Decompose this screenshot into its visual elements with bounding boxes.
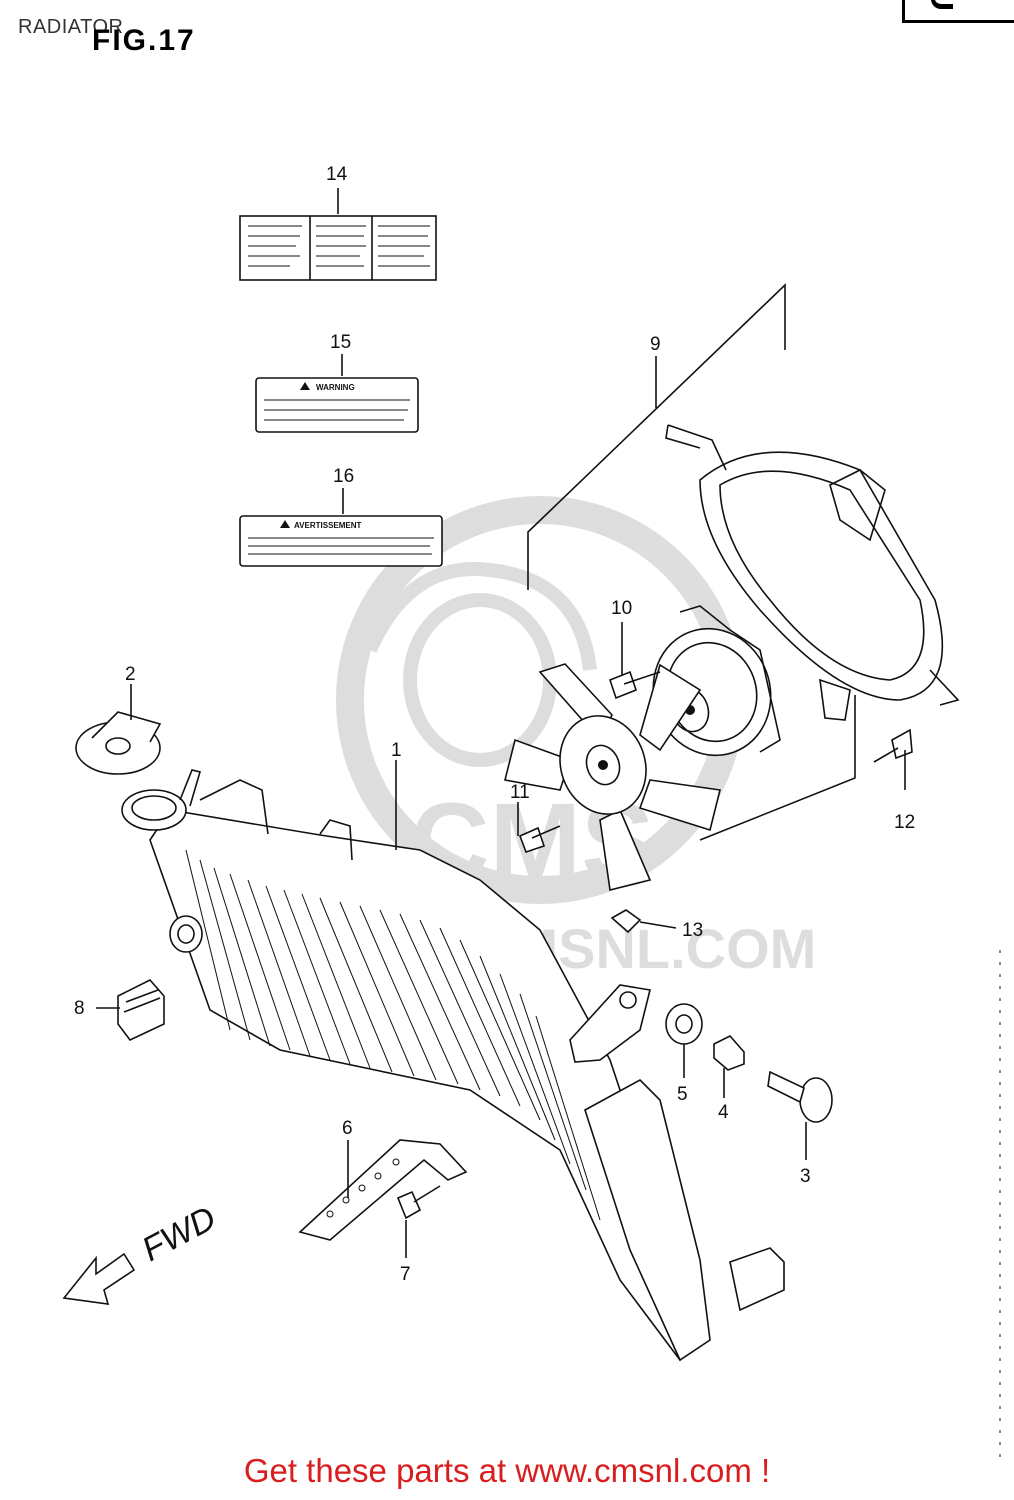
footer-promo-link[interactable]: Get these parts at www.cmsnl.com ! [243, 1452, 771, 1489]
callout-leaders [96, 188, 906, 1258]
bolt-part-7 [396, 1185, 441, 1220]
page-tag: RADIATOR [18, 16, 124, 38]
callout-13: 13 [682, 920, 703, 941]
callout-5: 5 [677, 1084, 688, 1105]
callout-15: 15 [330, 332, 351, 353]
warning-label-text: WARNING [316, 383, 355, 392]
callout-2: 2 [125, 664, 136, 685]
callout-4: 4 [718, 1102, 729, 1123]
callout-3: 3 [800, 1166, 811, 1187]
radiator-core-part [121, 769, 785, 1362]
callout-10: 10 [611, 598, 632, 619]
forward-direction-arrow: FWD [62, 1199, 222, 1305]
screw-part-10 [609, 670, 661, 700]
corner-box [902, 0, 1014, 23]
collar-part-4 [713, 1035, 745, 1071]
callout-11: 11 [510, 782, 530, 803]
callout-1: 1 [391, 740, 402, 761]
radiator-cap-part-2 [75, 711, 162, 775]
callout-6: 6 [342, 1118, 353, 1139]
grommet-part-5 [665, 1003, 703, 1045]
bolt-part-3 [767, 1070, 833, 1123]
callout-8: 8 [74, 998, 85, 1019]
nut-part-13 [610, 909, 642, 934]
screw-part-11 [518, 825, 561, 854]
fan-blade-part [504, 663, 721, 891]
bracket-part-6 [298, 1139, 468, 1241]
label-part-16: AVERTISSEMENT [239, 515, 443, 567]
label-part-15: WARNING [255, 377, 419, 433]
callout-16: 16 [333, 466, 354, 487]
fan-shroud-part [665, 424, 960, 721]
callout-9: 9 [650, 334, 661, 355]
figure-title: FIG.17 [92, 24, 196, 57]
avertissement-label-text: AVERTISSEMENT [294, 521, 362, 530]
callout-numbers: 14 15 16 9 10 2 1 11 12 13 8 5 4 3 6 7 [74, 164, 915, 1285]
fan-assembly-bracket [527, 283, 856, 841]
drain-plug-part-8 [117, 979, 165, 1042]
callout-12: 12 [894, 812, 915, 833]
callout-14: 14 [326, 164, 348, 185]
bolt-part-12 [873, 728, 913, 763]
callout-7: 7 [400, 1264, 411, 1285]
fwd-label: FWD [136, 1199, 222, 1269]
label-part-14 [239, 215, 437, 281]
